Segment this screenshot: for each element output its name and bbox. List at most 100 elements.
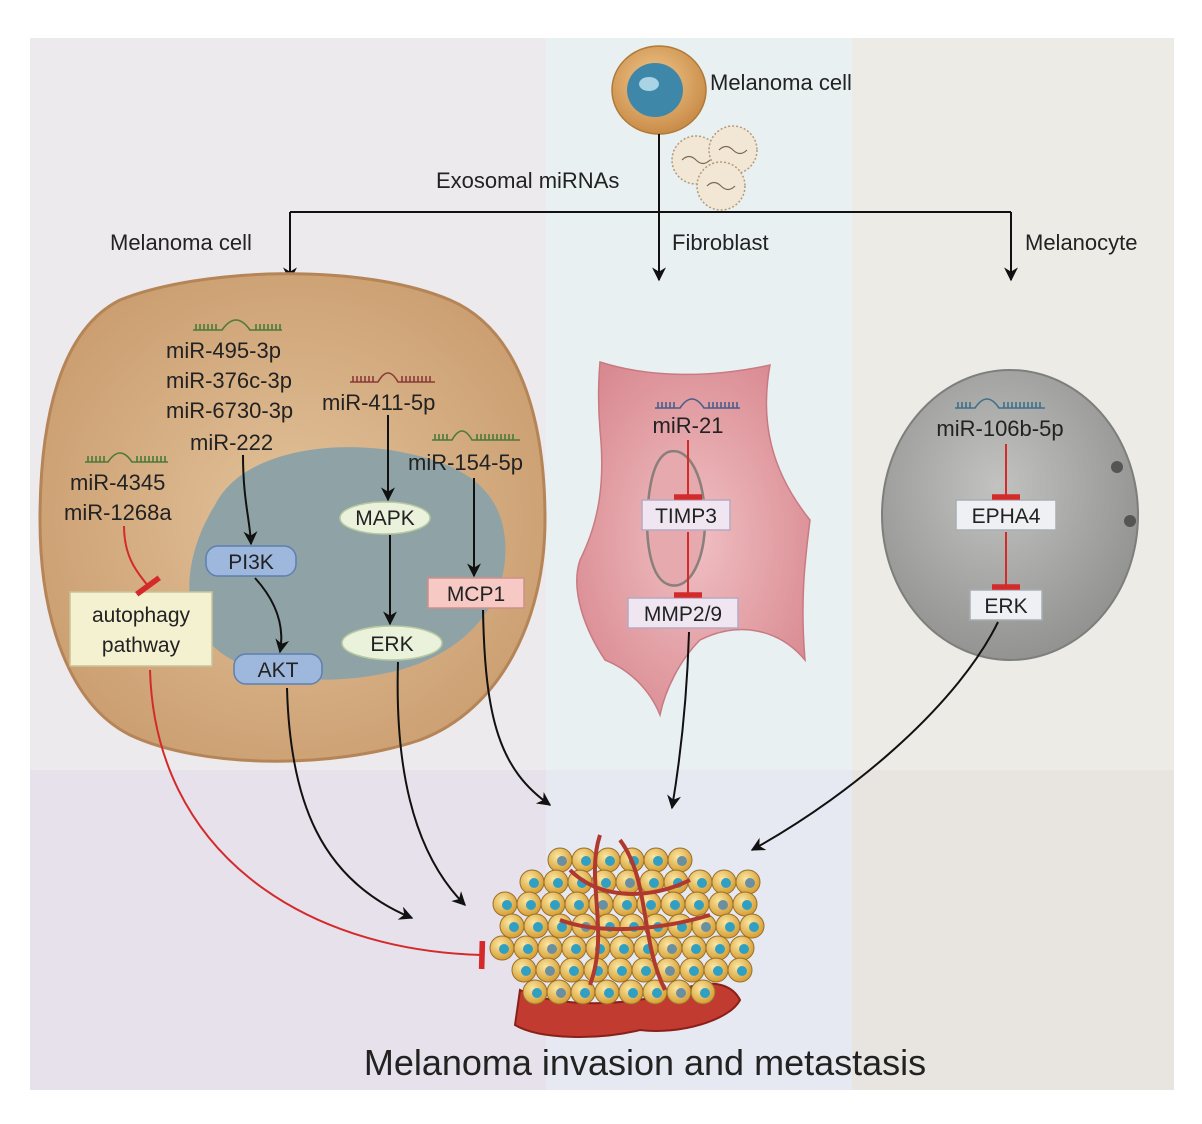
mirna-icon [350, 372, 435, 383]
tumor-cell-nucleus [649, 878, 659, 888]
tumor-cell-nucleus [502, 900, 512, 910]
tumor-cell-nucleus [557, 922, 567, 932]
tumor-cell-nucleus [580, 988, 590, 998]
mirna-label: miR-411-5p [322, 390, 435, 415]
tumor-cell-nucleus [737, 966, 747, 976]
tumor-cell-nucleus [625, 878, 635, 888]
tumor-cell-nucleus [653, 856, 663, 866]
tumor-cell-nucleus [739, 944, 749, 954]
tumor-cell-nucleus [713, 966, 723, 976]
tumor-cell-nucleus [628, 988, 638, 998]
tumor-cell-nucleus [605, 856, 615, 866]
pi3k-label: PI3K [228, 551, 274, 574]
mirna-label: miR-106b-5p [936, 416, 1063, 441]
mirna-label: miR-376c-3p [166, 368, 292, 393]
autophagy-label: autophagy [92, 604, 191, 627]
erk-node: ERK [341, 625, 443, 661]
tumor-cell-nucleus [745, 878, 755, 888]
tumor-cell-nucleus [694, 900, 704, 910]
mmp-label: MMP2/9 [644, 603, 722, 626]
mcp1-node: MCP1 [427, 577, 525, 609]
tumor-capillary [568, 868, 691, 896]
tumor-cell-nucleus [641, 966, 651, 976]
tumor-cell-nucleus [509, 922, 519, 932]
tumor-cell-nucleus [574, 900, 584, 910]
melanoma-nucleus [189, 447, 506, 680]
tumor-cell-nucleus [601, 878, 611, 888]
mirna-label: miR-21 [653, 413, 724, 438]
outcome-activation-arrows [286, 609, 999, 920]
timp3-node: TIMP3 [641, 499, 731, 531]
tumor-cell-nucleus [532, 988, 542, 998]
tumor-cell-nucleus [622, 900, 632, 910]
mapk-node: MAPK [339, 501, 431, 535]
tumor-cell-nucleus [677, 856, 687, 866]
tumor-cell-nucleus [571, 944, 581, 954]
target-fibroblast-label: Fibroblast [672, 230, 769, 255]
timp3-label: TIMP3 [655, 505, 717, 528]
tumor-cell-nucleus [581, 856, 591, 866]
melanoma-inhibition-arrows [123, 525, 161, 597]
tumor-cell-nucleus [529, 878, 539, 888]
mirna-icon [193, 319, 282, 331]
mirna-label: miR-6730-3p [166, 398, 293, 423]
tumor-cell-nucleus [718, 900, 728, 910]
exosomal-mirnas-label: Exosomal miRNAs [436, 168, 619, 193]
tumor-mass-illustration [489, 834, 765, 1038]
erk-label: ERK [370, 633, 413, 656]
tumor-cell-nucleus [533, 922, 543, 932]
panel-melanoma-bottom-bg [30, 770, 546, 1090]
tumor-cell-nucleus [676, 988, 686, 998]
tumor-cell-nucleus [689, 966, 699, 976]
melanoma-activation-arrows [242, 415, 481, 654]
tumor-cell-nucleus [701, 922, 711, 932]
source-cell-label: Melanoma cell [710, 70, 852, 95]
panel-melanocyte-bottom-bg [852, 770, 1174, 1090]
tumor-cell-nucleus [569, 966, 579, 976]
tumor-cell-nucleus [667, 944, 677, 954]
autophagy-label: pathway [102, 634, 181, 657]
mirna-icon [955, 398, 1045, 409]
epha4-node: EPHA4 [955, 499, 1057, 531]
mirna-icon [432, 430, 520, 441]
tumor-cell-nucleus [670, 900, 680, 910]
tumor-capillary [559, 913, 711, 932]
target-melanocyte-label: Melanocyte [1025, 230, 1138, 255]
tumor-cell-nucleus [556, 988, 566, 998]
tumor-cell-nucleus [545, 966, 555, 976]
tumor-cell-nucleus [499, 944, 509, 954]
tumor-capillary [588, 834, 602, 986]
mirna-label: miR-154-5p [408, 450, 523, 475]
tumor-cell-nucleus [700, 988, 710, 998]
tumor-cell-nucleus [523, 944, 533, 954]
mirna-label: miR-495-3p [166, 338, 281, 363]
tumor-capillary [618, 838, 667, 991]
tumor-cell-nucleus [550, 900, 560, 910]
target-melanoma-label: Melanoma cell [110, 230, 252, 255]
mapk-label: MAPK [355, 507, 415, 530]
tumor-cell-nucleus [652, 988, 662, 998]
tumor-cell-nucleus [646, 900, 656, 910]
tumor-cell-nucleus [557, 856, 567, 866]
source-melanoma-cell [611, 45, 707, 135]
tumor-cell-nucleus [697, 878, 707, 888]
mirna-label: miR-4345 [70, 470, 165, 495]
pi3k-node: PI3K [205, 545, 297, 577]
tumor-cell-nucleus [742, 900, 752, 910]
mcp1-label: MCP1 [447, 583, 505, 606]
tumor-cell-nucleus [725, 922, 735, 932]
exosome-vesicles-icon [671, 125, 758, 211]
mirna-icon [85, 452, 168, 463]
outcome-inhibition-arrows [149, 669, 486, 970]
akt-node: AKT [233, 653, 323, 685]
akt-label: AKT [258, 659, 299, 682]
mirna-label: miR-1268a [64, 500, 172, 525]
mirna-label: miR-222 [190, 430, 273, 455]
melanocyte-erk-node: ERK [969, 589, 1043, 621]
epha4-label: EPHA4 [972, 505, 1041, 528]
melanocyte-erk-label: ERK [984, 595, 1027, 618]
tumor-cell-nucleus [598, 900, 608, 910]
tumor-cell-nucleus [619, 944, 629, 954]
tumor-cell-nucleus [665, 966, 675, 976]
